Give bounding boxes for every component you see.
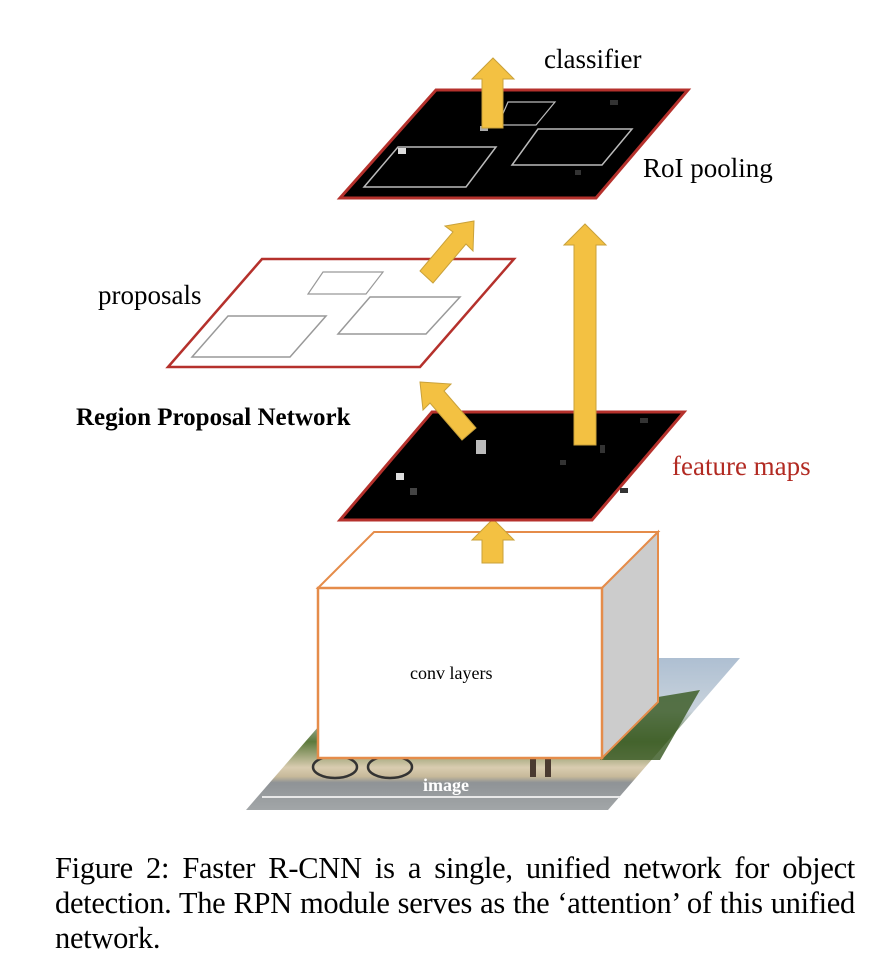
rpn-label: Region Proposal Network bbox=[76, 404, 351, 431]
image-label: image bbox=[423, 775, 469, 795]
arrow-features-to-proposals bbox=[419, 381, 477, 441]
feature-maps-plane bbox=[336, 410, 688, 522]
roi-pooling-label: RoI pooling bbox=[643, 153, 773, 183]
classifier-label: classifier bbox=[544, 44, 642, 74]
arrow-roi-to-classifier bbox=[470, 57, 516, 129]
arrow-conv-to-features bbox=[470, 518, 516, 564]
proposals-plane bbox=[165, 257, 517, 369]
conv-layers-box bbox=[315, 529, 661, 761]
figure-caption: Figure 2: Faster R-CNN is a single, unif… bbox=[55, 851, 855, 955]
roi-pooling-plane bbox=[336, 88, 692, 200]
arrow-features-to-roi bbox=[562, 223, 608, 446]
arrow-proposals-to-roi bbox=[419, 220, 475, 284]
proposals-label: proposals bbox=[98, 280, 202, 310]
conv-layers-label: conv layers bbox=[410, 663, 493, 683]
feature-maps-label: feature maps bbox=[672, 451, 811, 481]
